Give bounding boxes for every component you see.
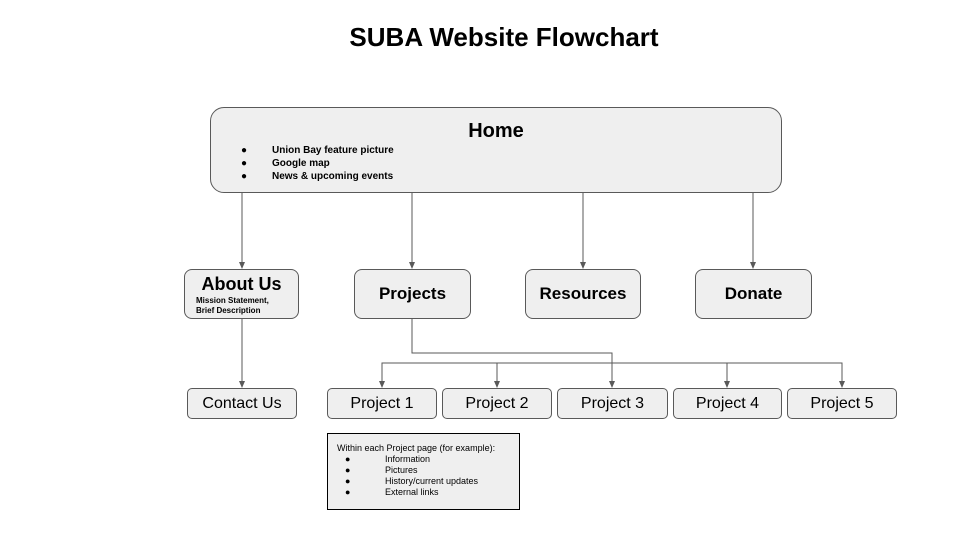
about-sub-line: Mission Statement,: [196, 296, 269, 305]
arrowhead-project4: [724, 381, 730, 388]
list-item: ● Union Bay feature picture: [241, 144, 394, 157]
project-4-node: Project 4: [673, 388, 782, 419]
bullet-icon: ●: [345, 465, 351, 475]
projects-node: Projects: [354, 269, 471, 319]
arrowhead-project2: [494, 381, 500, 388]
arrowhead-project3: [609, 381, 615, 388]
list-item: ● Google map: [241, 157, 394, 170]
about-sub-line: Brief Description: [196, 306, 261, 315]
home-item-label: Union Bay feature picture: [272, 145, 394, 156]
contact-us-node: Contact Us: [187, 388, 297, 419]
project-3-node: Project 3: [557, 388, 668, 419]
bullet-icon: ●: [241, 158, 248, 169]
list-item: ● Pictures: [337, 465, 519, 476]
connector-projects-project3: [411, 319, 613, 387]
arrowhead-about: [239, 262, 245, 269]
arrowhead-project5: [839, 381, 845, 388]
arrowhead-projects: [409, 262, 415, 269]
list-item: ● Information: [337, 454, 519, 465]
bullet-icon: ●: [345, 476, 351, 486]
page-title: SUBA Website Flowchart: [349, 22, 659, 52]
note-item-label: Pictures: [385, 465, 418, 475]
project-2-node: Project 2: [442, 388, 552, 419]
about-us-node: About Us Mission Statement, Brief Descri…: [184, 269, 299, 319]
bullet-icon: ●: [241, 145, 248, 156]
note-item-label: History/current updates: [385, 476, 479, 486]
bullet-icon: ●: [241, 171, 248, 182]
arrowhead-resources: [580, 262, 586, 269]
list-item: ● News & upcoming events: [241, 170, 394, 183]
project-5-node: Project 5: [787, 388, 897, 419]
note-list: ● Information ● Pictures ● History/current …: [337, 454, 519, 498]
home-feature-list: ● Union Bay feature picture ● Google map ●…: [241, 144, 394, 183]
project-1-node: Project 1: [327, 388, 437, 419]
arrowhead-donate: [750, 262, 756, 269]
about-us-label: About Us: [201, 274, 282, 294]
donate-node: Donate: [695, 269, 812, 319]
note-item-label: Information: [385, 454, 431, 464]
connector-project-bus: [381, 362, 843, 387]
home-item-label: News & upcoming events: [272, 171, 394, 182]
note-item-label: External links: [385, 487, 439, 497]
arrowhead-project1: [379, 381, 385, 388]
arrowhead-contact: [239, 381, 245, 388]
list-item: ● History/current updates: [337, 476, 519, 487]
home-item-label: Google map: [272, 158, 330, 169]
note-heading: Within each Project page (for example):: [337, 443, 496, 453]
home-label: Home: [468, 120, 524, 142]
project-page-note: Within each Project page (for example): …: [327, 433, 520, 510]
bullet-icon: ●: [345, 487, 351, 497]
list-item: ● External links: [337, 487, 519, 498]
resources-node: Resources: [525, 269, 641, 319]
home-node: Home ● Union Bay feature picture ● Google …: [210, 107, 782, 193]
bullet-icon: ●: [345, 454, 351, 464]
about-us-description: Mission Statement, Brief Description: [196, 296, 296, 316]
